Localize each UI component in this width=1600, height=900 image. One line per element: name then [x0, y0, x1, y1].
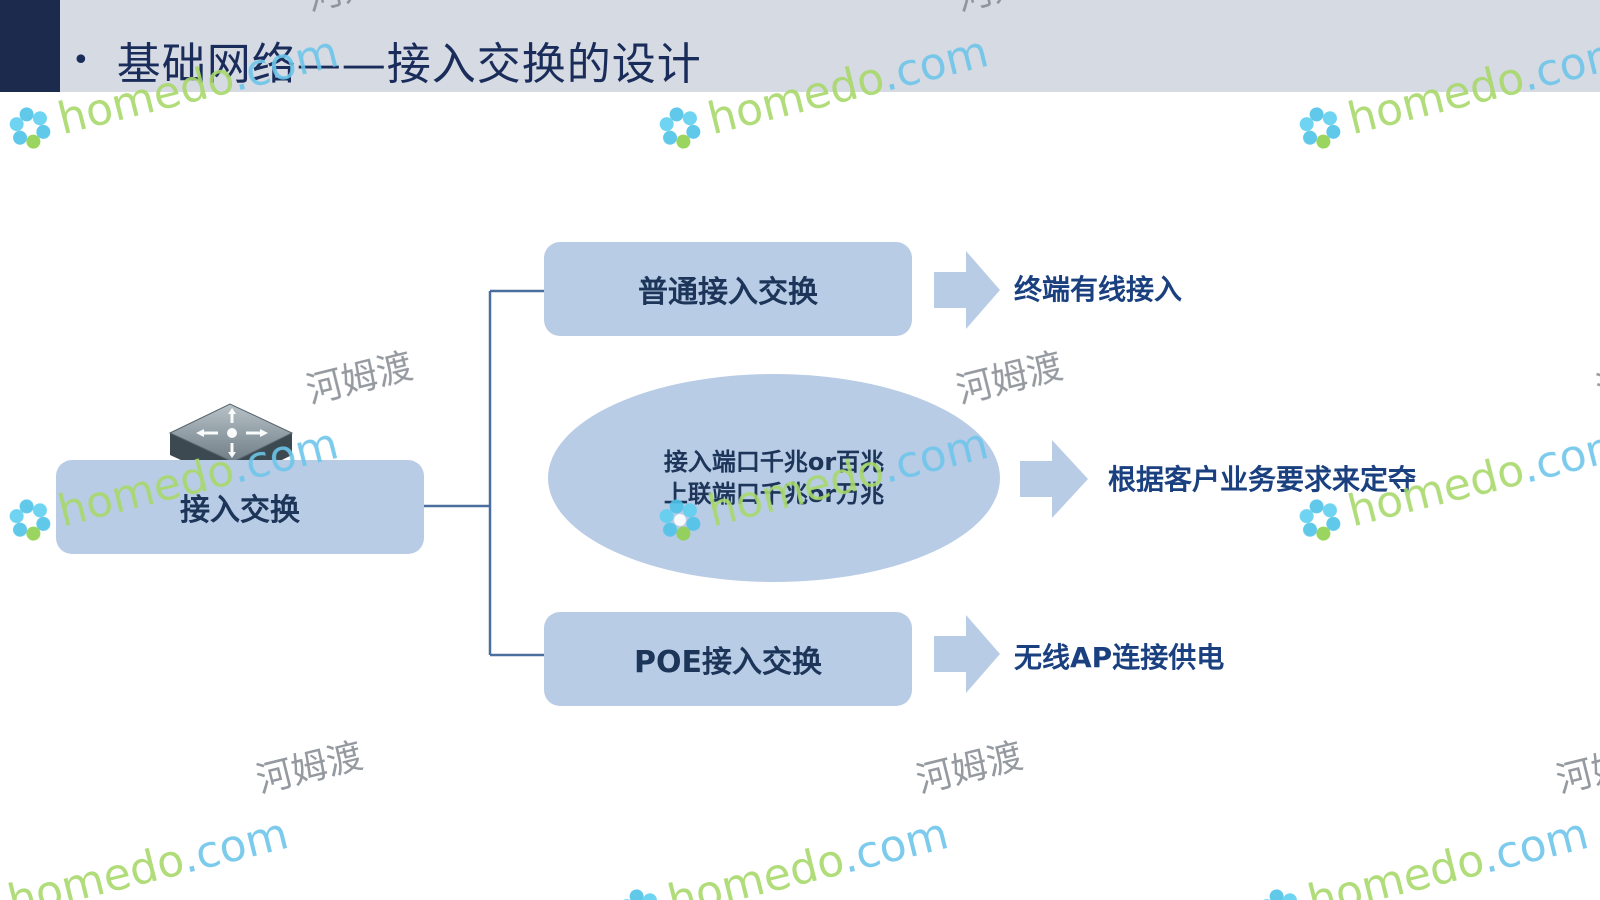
- result-label-3: 无线AP连接供电: [1014, 641, 1225, 674]
- title-text: 基础网络——接入交换的设计: [116, 39, 702, 90]
- tree-connector: [424, 289, 544, 657]
- header-accent-block: [0, 0, 60, 92]
- title-bullet: •: [72, 42, 91, 78]
- arrow-1: [934, 251, 1000, 329]
- ellipse-line-1: 接入端口千兆or百兆: [663, 448, 885, 476]
- branch-node-label: 普通接入交换: [638, 275, 818, 310]
- header-bar: [0, 0, 1600, 92]
- result-label-1: 终端有线接入: [1014, 273, 1183, 306]
- branch-node-regular-access: 普通接入交换: [544, 242, 912, 336]
- arrow-3: [934, 615, 1000, 693]
- branch-node-poe-access: POE接入交换: [544, 612, 912, 706]
- root-node-access-switch: 接入交换: [56, 460, 424, 554]
- result-label-2: 根据客户业务要求来定夺: [1108, 463, 1417, 496]
- branch-node-label: POE接入交换: [634, 645, 822, 680]
- branch-node-port-speed: 接入端口千兆or百兆 上联端口千兆or万兆: [548, 374, 1000, 582]
- ellipse-line-2: 上联端口千兆or万兆: [663, 480, 885, 508]
- root-node-label: 接入交换: [180, 493, 300, 528]
- arrow-2: [1020, 440, 1088, 518]
- slide-title: • 基础网络——接入交换的设计: [72, 32, 702, 90]
